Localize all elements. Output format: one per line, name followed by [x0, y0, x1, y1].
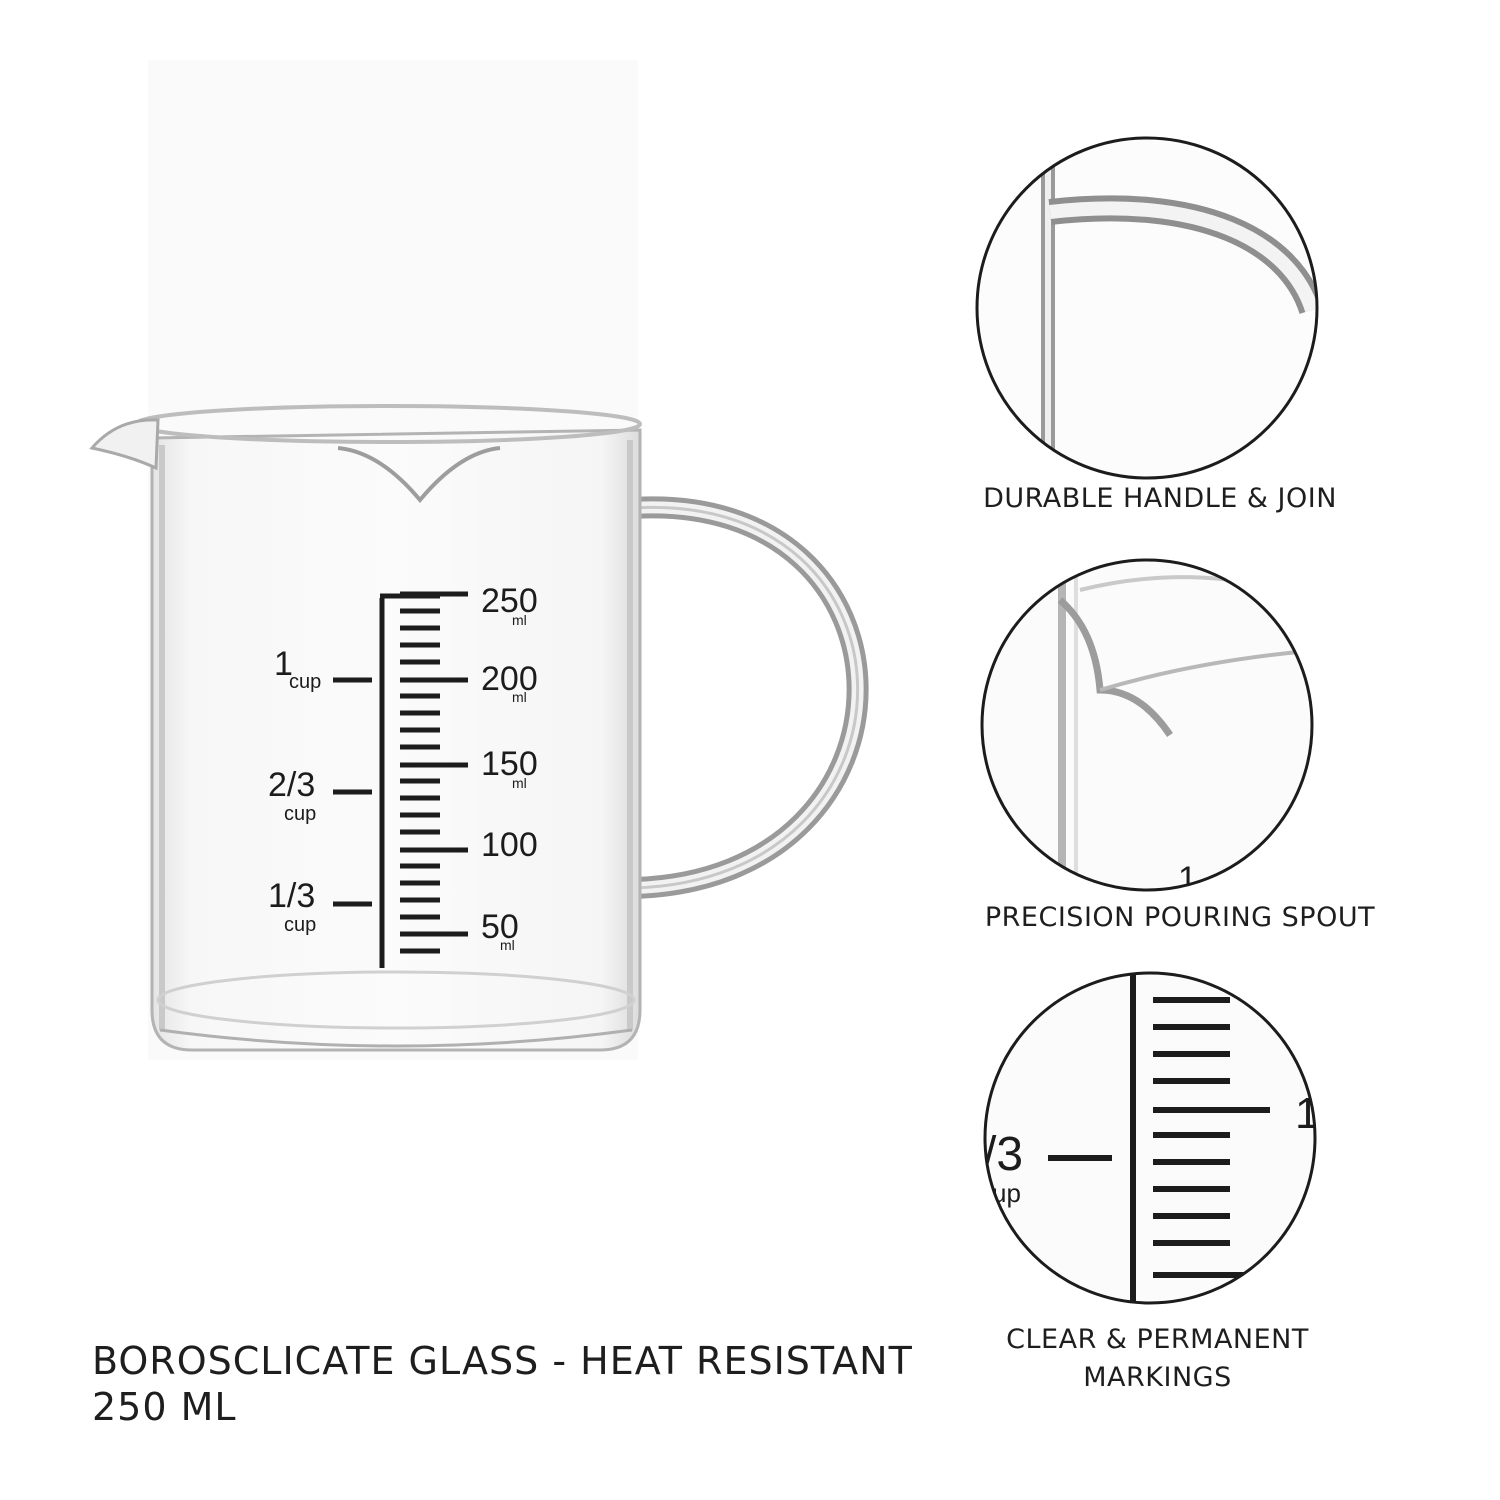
label-ml-200: 200 — [481, 660, 538, 698]
label-ml-50: 50 — [481, 908, 519, 946]
label-ml-150: 150 — [481, 745, 538, 783]
jug-handle — [632, 496, 869, 899]
jug-body — [89, 404, 642, 1052]
label-cup-2-3-unit: cup — [284, 803, 316, 825]
unit-ml-250: ml — [512, 612, 527, 628]
feature-caption-markings: CLEAR & PERMANENT MARKINGS — [930, 1321, 1385, 1397]
unit-ml-50: ml — [500, 937, 515, 953]
spout-edge-mark: 1 — [1178, 860, 1197, 898]
label-cup-1-unit: cup — [289, 671, 321, 693]
unit-ml-150: ml — [512, 775, 527, 791]
feature-caption-line: MARKINGS — [1083, 1362, 1232, 1393]
unit-ml-200: ml — [512, 689, 527, 705]
label-cup-1-3-unit: cup — [284, 914, 316, 936]
product-title: BOROSCLICATE GLASS - HEAT RESISTANT — [92, 1339, 913, 1383]
markings-left-value: /3 — [983, 1128, 1023, 1181]
feature-caption-spout: PRECISION POURING SPOUT — [930, 899, 1430, 937]
feature-caption-line: PRECISION POURING SPOUT — [984, 902, 1376, 933]
feature-caption-line: CLEAR & PERMANENT — [1006, 1324, 1309, 1355]
label-cup-1-value: 1 — [274, 645, 293, 683]
label-cup-2-3-value: 2/3 — [268, 766, 315, 804]
spout-closeup-icon: 1 — [980, 558, 1314, 898]
markings-left-unit: up — [992, 1178, 1021, 1208]
markings-closeup-icon: /3 up 1 — [983, 971, 1317, 1305]
label-ml-250: 250 — [481, 582, 538, 620]
product-capacity: 250 ML — [92, 1385, 237, 1429]
feature-caption-handle: DURABLE HANDLE & JOIN — [930, 480, 1390, 518]
handle-closeup-icon — [975, 136, 1319, 480]
measurement-scale: 250 200 150 100 50 ml ml ml ml 1 cup 2/3… — [268, 582, 538, 968]
feature-caption-line: DURABLE HANDLE & JOIN — [983, 483, 1337, 514]
label-cup-1-3-value: 1/3 — [268, 877, 315, 915]
label-ml-100: 100 — [481, 826, 538, 864]
